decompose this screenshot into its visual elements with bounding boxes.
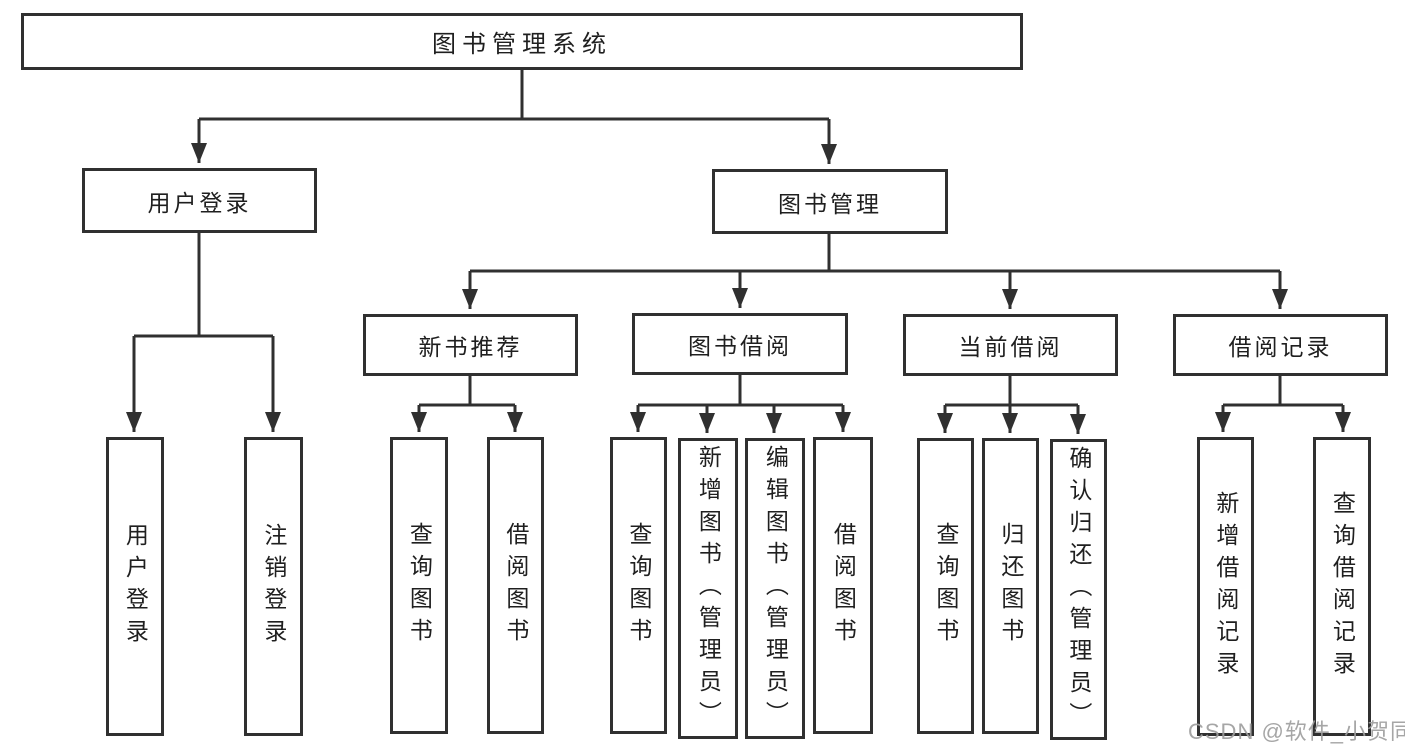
leaf-confirm-return-admin: 确认归还（管理员）	[1050, 439, 1107, 740]
leaf-query-books-borrowing-label: 查询图书	[625, 521, 652, 650]
leaf-return-books-label: 归还图书	[997, 522, 1024, 650]
node-user-login: 用户登录	[82, 168, 317, 233]
node-new-book-recommend-label: 新书推荐	[418, 334, 523, 360]
node-borrowing-records: 借阅记录	[1173, 314, 1388, 376]
node-current-borrowing: 当前借阅	[903, 314, 1118, 376]
leaf-add-book-admin-label: 新增图书（管理员）	[695, 444, 722, 733]
node-root: 图书管理系统	[21, 13, 1023, 70]
leaf-user-login-label: 用户登录	[122, 522, 149, 651]
leaf-return-books: 归还图书	[982, 438, 1039, 734]
leaf-add-borrow-record: 新增借阅记录	[1197, 437, 1254, 736]
leaf-borrow-books-recommend: 借阅图书	[487, 437, 544, 734]
leaf-logout: 注销登录	[244, 437, 303, 736]
leaf-query-books-recommend: 查询图书	[390, 437, 448, 734]
leaf-borrow-books-recommend-label: 借阅图书	[502, 521, 529, 650]
node-current-borrowing-label: 当前借阅	[958, 334, 1063, 360]
leaf-edit-book-admin: 编辑图书（管理员）	[745, 438, 805, 739]
csdn-watermark: CSDN @软件_小贺同学	[1188, 719, 1405, 744]
leaf-query-books-current-label: 查询图书	[932, 522, 959, 650]
leaf-query-borrow-record: 查询借阅记录	[1313, 437, 1371, 736]
leaf-logout-label: 注销登录	[260, 522, 287, 651]
leaf-query-borrow-record-label: 查询借阅记录	[1329, 490, 1356, 683]
leaf-add-book-admin: 新增图书（管理员）	[678, 438, 738, 739]
node-user-login-label: 用户登录	[147, 189, 252, 216]
leaf-edit-book-admin-label: 编辑图书（管理员）	[762, 444, 789, 733]
leaf-query-books-current: 查询图书	[917, 438, 974, 734]
leaf-query-books-recommend-label: 查询图书	[406, 521, 433, 650]
leaf-borrow-books-borrowing-label: 借阅图书	[830, 521, 857, 650]
node-borrowing-records-label: 借阅记录	[1228, 334, 1333, 360]
node-new-book-recommend: 新书推荐	[363, 314, 578, 376]
node-book-management: 图书管理	[712, 169, 948, 234]
leaf-confirm-return-admin-label: 确认归还（管理员）	[1065, 445, 1092, 734]
node-book-borrowing: 图书借阅	[632, 313, 848, 375]
leaf-user-login: 用户登录	[106, 437, 164, 736]
node-root-label: 图书管理系统	[432, 31, 612, 58]
node-book-borrowing-label: 图书借阅	[688, 333, 792, 359]
leaf-query-books-borrowing: 查询图书	[610, 437, 667, 734]
node-book-management-label: 图书管理	[778, 190, 882, 217]
leaf-borrow-books-borrowing: 借阅图书	[813, 437, 873, 734]
leaf-add-borrow-record-label: 新增借阅记录	[1212, 490, 1239, 683]
